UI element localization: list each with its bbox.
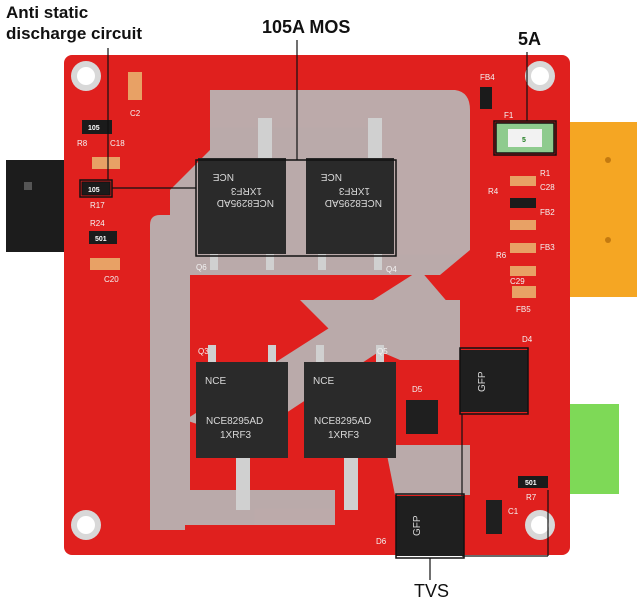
tvs-diode-d6	[395, 493, 465, 559]
chip-marking-lower-right-1: NCE8295AD	[314, 416, 371, 427]
silk-d6: D6	[376, 537, 387, 546]
callout-anti-static-line1: Anti static	[6, 3, 89, 22]
left-connector	[6, 160, 66, 252]
fuse-body	[508, 129, 542, 147]
smd-components-right	[480, 87, 548, 488]
silk-r7: R7	[526, 493, 537, 502]
chip-marking-upper-right-2: 1XRF3	[338, 185, 370, 196]
silk-c18: C18	[110, 139, 125, 148]
callout-tvs: TVS	[414, 581, 450, 601]
silk-c1: C1	[508, 507, 519, 516]
silk-q5: Q5	[377, 347, 388, 356]
silk-d5: D5	[412, 385, 423, 394]
silk-q3: Q3	[198, 347, 209, 356]
capacitor-c1	[486, 500, 502, 534]
silk-c20: C20	[104, 275, 119, 284]
chip-logo-upper-left: NCE	[213, 171, 234, 182]
callout-mos: 105A MOS	[262, 17, 351, 37]
connector-pin	[605, 157, 611, 163]
silk-c29: C29	[510, 277, 525, 286]
chip-marking-lower-right-2: 1XRF3	[328, 430, 360, 441]
chip-marking-lower-left-1: NCE8295AD	[206, 416, 263, 427]
right-orange-connector	[565, 122, 637, 297]
silk-fb4: FB4	[480, 73, 495, 82]
chip-marking-upper-left-2: 1XRF3	[230, 185, 262, 196]
silk-f1: F1	[504, 111, 514, 120]
silk-q4: Q4	[386, 265, 397, 274]
chip-logo-lower-left: NCE	[205, 376, 226, 387]
mosfet-lower-right	[304, 345, 396, 510]
mosfet-lower-left	[196, 345, 288, 510]
chip-marking-lower-left-2: 1XRF3	[220, 430, 252, 441]
callout-anti-static-line2: discharge circuit	[6, 24, 143, 43]
mosfet-upper-left	[198, 118, 286, 270]
connector-pin	[605, 237, 611, 243]
chip-logo-upper-right: NCE	[321, 171, 342, 182]
silk-c28: C28	[540, 183, 555, 192]
tvs-marking-d6: GFP	[412, 515, 423, 536]
resistor-code-r24: 501	[95, 236, 107, 243]
diode-d5	[406, 400, 438, 434]
callout-fuse: 5A	[518, 29, 542, 49]
chip-marking-upper-left-1: NCE8295AD	[217, 197, 274, 208]
smd-components-left	[81, 72, 142, 270]
silk-fb5: FB5	[516, 305, 531, 314]
tvs-marking-d4: GFP	[477, 371, 488, 392]
chip-logo-lower-right: NCE	[313, 376, 334, 387]
silk-r8: R8	[77, 139, 88, 148]
silk-c2: C2	[130, 109, 141, 118]
silk-q6: Q6	[196, 263, 207, 272]
chip-marking-upper-right-1: NCE8295AD	[325, 197, 382, 208]
silk-d4: D4	[522, 335, 533, 344]
silk-r17: R17	[90, 201, 105, 210]
resistor-code-r8: 105	[88, 125, 100, 132]
callout-lines	[107, 40, 549, 580]
silk-fb2: FB2	[540, 208, 555, 217]
silk-r4: R4	[488, 187, 499, 196]
mosfet-upper-right	[306, 118, 394, 270]
fuse-marking: 5	[522, 137, 526, 144]
resistor-code-r7: 501	[525, 480, 537, 487]
silk-r24: R24	[90, 219, 105, 228]
left-connector-pin	[24, 182, 32, 190]
right-green-connector	[567, 404, 619, 494]
silk-r6: R6	[496, 251, 507, 260]
silk-r1: R1	[540, 169, 551, 178]
silk-fb3: FB3	[540, 243, 555, 252]
tvs-diode-d4	[459, 347, 529, 415]
resistor-code-r17: 105	[88, 187, 100, 194]
